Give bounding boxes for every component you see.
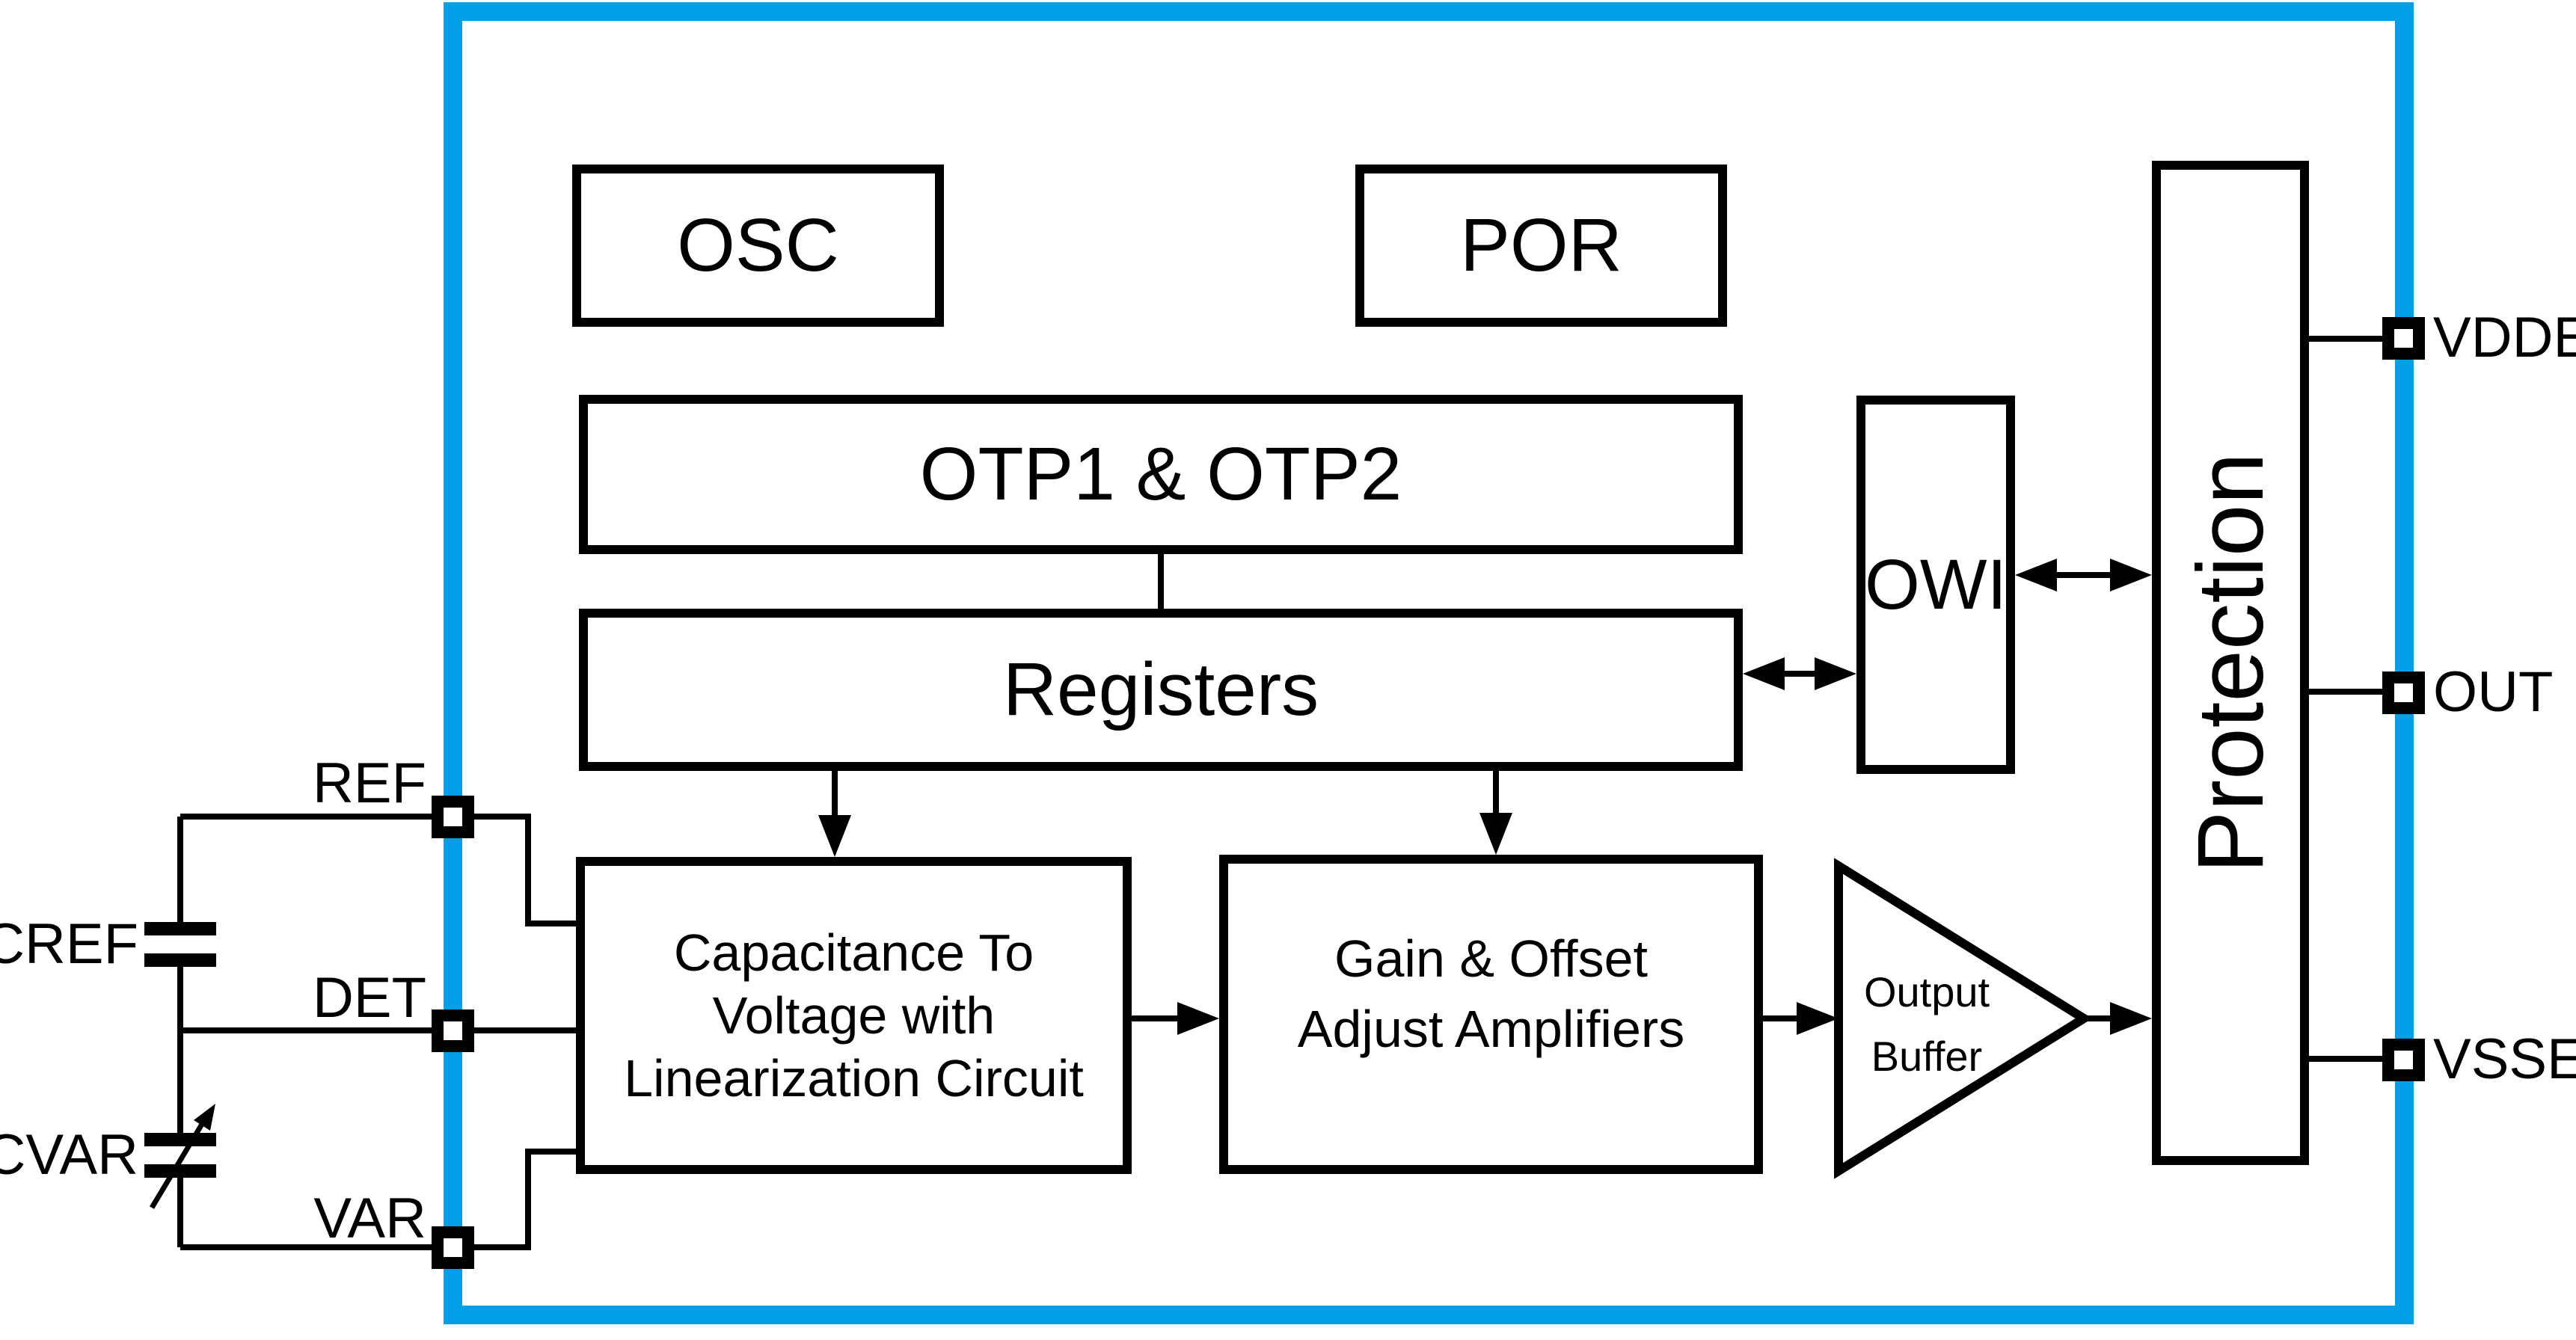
output-buffer-label-line2: Buffer [1871,1033,1983,1080]
out-pin-label: OUT [2433,660,2554,724]
arrowhead-c2v-to-gain [1177,1002,1219,1035]
output-buffer-label: Output Buffer [1844,960,2009,1089]
cvar-bottom-plate [144,1164,216,1178]
c2v-label-line1: Capacitance To [673,923,1034,982]
var-pin-label: VAR [313,1187,426,1250]
cref-top-plate [144,922,216,935]
arrowhead-protection-to-owi [2015,559,2057,591]
c2v-label-line2: Voltage with [712,986,996,1045]
output-buffer-label-line1: Output [1863,968,1990,1015]
arrowheads [818,559,2152,1035]
gain-label-line1: Gain & Offset [1334,929,1648,988]
cref-bottom-plate [144,953,216,967]
gain-label-line2: Adjust Amplifiers [1297,1000,1685,1058]
cvar-label: CVAR [0,1123,138,1187]
otp-label: OTP1 & OTP2 [919,432,1402,516]
osc-label: OSC [677,203,839,287]
vsse-pin-label: VSSE [2433,1027,2576,1091]
cref-capacitor [144,922,216,967]
gain-offset-block: Gain & Offset Adjust Amplifiers [1219,855,1763,1174]
arrowhead-buffer-to-protection [2110,1002,2152,1035]
pin-pads [432,317,2425,1269]
arrowhead-owi-to-protection [2110,559,2152,591]
osc-block: OSC [572,165,944,327]
ref-pin-label: REF [313,752,426,815]
output-buffer-triangle [1834,858,2093,1179]
owi-block: OWI [1856,396,2015,774]
wire-var-internal [453,1149,576,1250]
c2v-label-line3: Linearization Circuit [624,1049,1084,1107]
protection-label: Protection [2178,452,2283,873]
vdde-pad-center [2394,329,2413,348]
ref-pad-center [444,808,462,826]
chip-boundary-frame [444,2,2414,1324]
registers-label: Registers [1002,648,1319,731]
out-pad-center [2394,683,2413,702]
capacitance-to-voltage-block: Capacitance To Voltage with Linearizatio… [576,857,1132,1174]
wire-ref-internal [453,814,576,926]
arrowhead-gain-to-buffer [1797,1002,1839,1035]
arrowhead-registers-to-owi [1815,657,1856,690]
arrowhead-owi-to-registers [1743,657,1785,690]
cvar-capacitor [144,1104,216,1209]
arrowhead-registers-to-gain [1479,813,1512,855]
arrowhead-registers-to-c2v [818,815,851,857]
por-block: POR [1355,165,1727,327]
det-pad-center [444,1021,462,1040]
cvar-top-plate [144,1133,216,1146]
vdde-pin-label: VDDE [2433,306,2576,369]
det-pin-label: DET [313,966,426,1030]
protection-block: Protection [2152,161,2309,1165]
registers-block: Registers [579,609,1743,771]
otp-block: OTP1 & OTP2 [579,395,1743,554]
var-pad-center [444,1238,462,1257]
cref-label: CREF [0,912,138,976]
owi-label: OWI [1865,544,2007,624]
por-label: POR [1460,203,1622,287]
vsse-pad-center [2394,1051,2413,1069]
cvar-variable-arrowhead [194,1104,215,1131]
cvar-variable-arrow-shaft [149,1120,206,1209]
